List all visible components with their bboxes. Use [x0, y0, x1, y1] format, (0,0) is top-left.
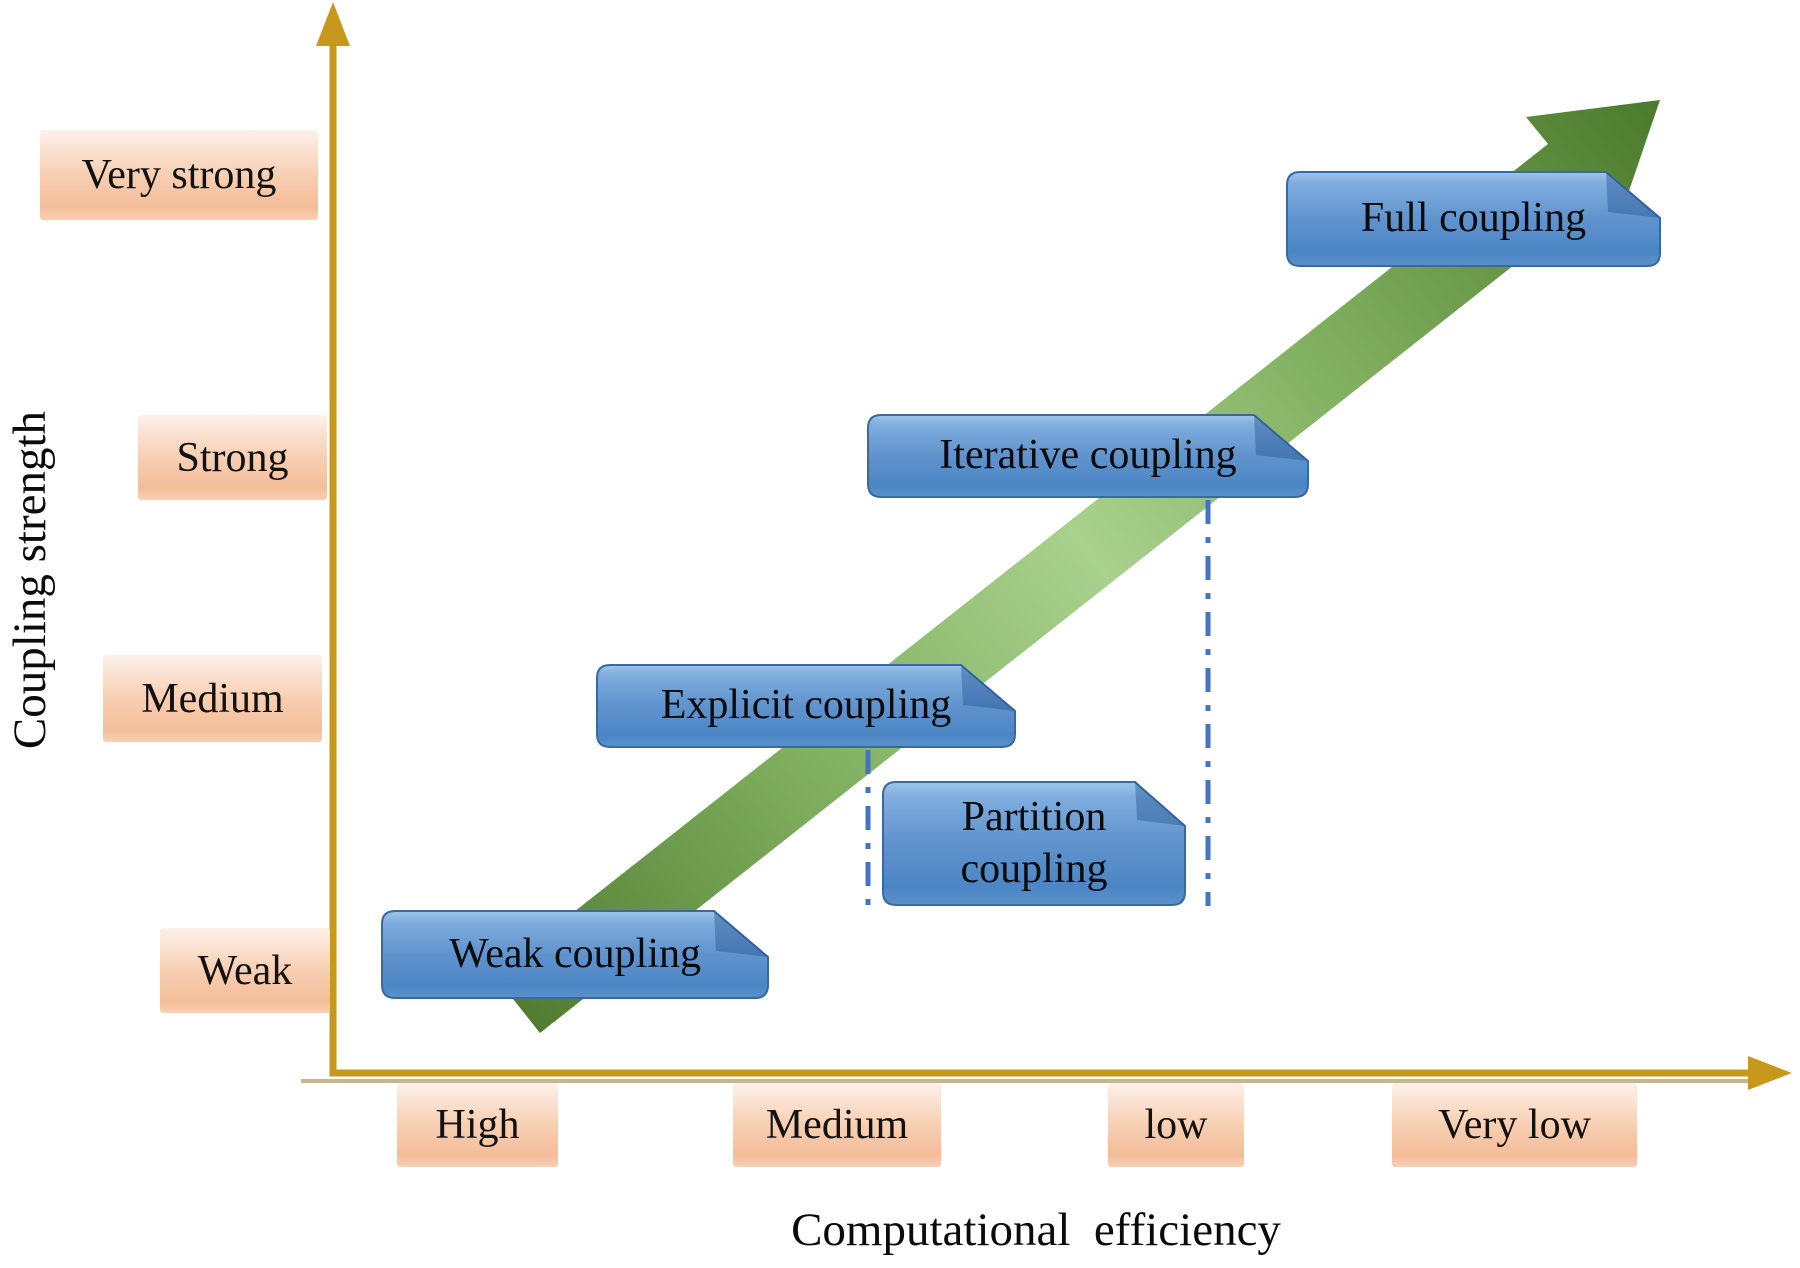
- iterative-coupling-label: Iterative coupling: [939, 432, 1237, 479]
- x-tick-medium: Medium: [733, 1083, 941, 1167]
- y-tick-weak-label: Weak: [197, 947, 293, 994]
- partition-coupling-box: [882, 781, 1186, 906]
- explicit-coupling-box: [596, 664, 1016, 748]
- iterative-coupling-fold-icon: [1254, 415, 1308, 461]
- y-tick-medium-label: Medium: [141, 675, 284, 722]
- y-axis-arrowhead-icon: [316, 2, 350, 46]
- x-tick-low: low: [1108, 1083, 1244, 1167]
- full-coupling-box: [1286, 171, 1661, 267]
- full-coupling-fold-icon: [1606, 172, 1660, 218]
- x-tick-medium-label: Medium: [765, 1102, 909, 1148]
- x-tick-high-label: High: [435, 1102, 520, 1148]
- x-tick-very-low: Very low: [1392, 1083, 1637, 1167]
- x-tick-low-label: low: [1144, 1102, 1208, 1148]
- y-tick-weak: Weak: [160, 928, 330, 1013]
- full-coupling-label: Full coupling: [1360, 195, 1587, 242]
- partition-coupling-label: Partition coupling: [960, 794, 1108, 892]
- y-axis-title: Coupling strength: [4, 410, 56, 750]
- x-axis-arrowhead-icon: [1748, 1056, 1792, 1090]
- y-tick-medium: Medium: [103, 655, 322, 742]
- growth-arrow: [494, 100, 1660, 1033]
- x-tick-very-low-label: Very low: [1438, 1102, 1591, 1148]
- y-tick-very-strong: Very strong: [40, 130, 318, 220]
- y-tick-strong-label: Strong: [176, 434, 289, 481]
- x-axis-title: Computational efficiency: [791, 1204, 1281, 1256]
- explicit-coupling-fold-icon: [961, 665, 1015, 711]
- weak-coupling-fold-icon: [714, 911, 768, 957]
- x-tick-high: High: [397, 1083, 558, 1167]
- weak-coupling-box: [381, 910, 769, 999]
- partition-coupling-fold-icon: [1135, 782, 1185, 826]
- y-tick-very-strong-label: Very strong: [81, 152, 277, 198]
- explicit-coupling-label: Explicit coupling: [660, 682, 952, 729]
- weak-coupling-label: Weak coupling: [448, 930, 702, 977]
- iterative-coupling-box: [867, 414, 1309, 498]
- y-tick-strong: Strong: [138, 415, 327, 500]
